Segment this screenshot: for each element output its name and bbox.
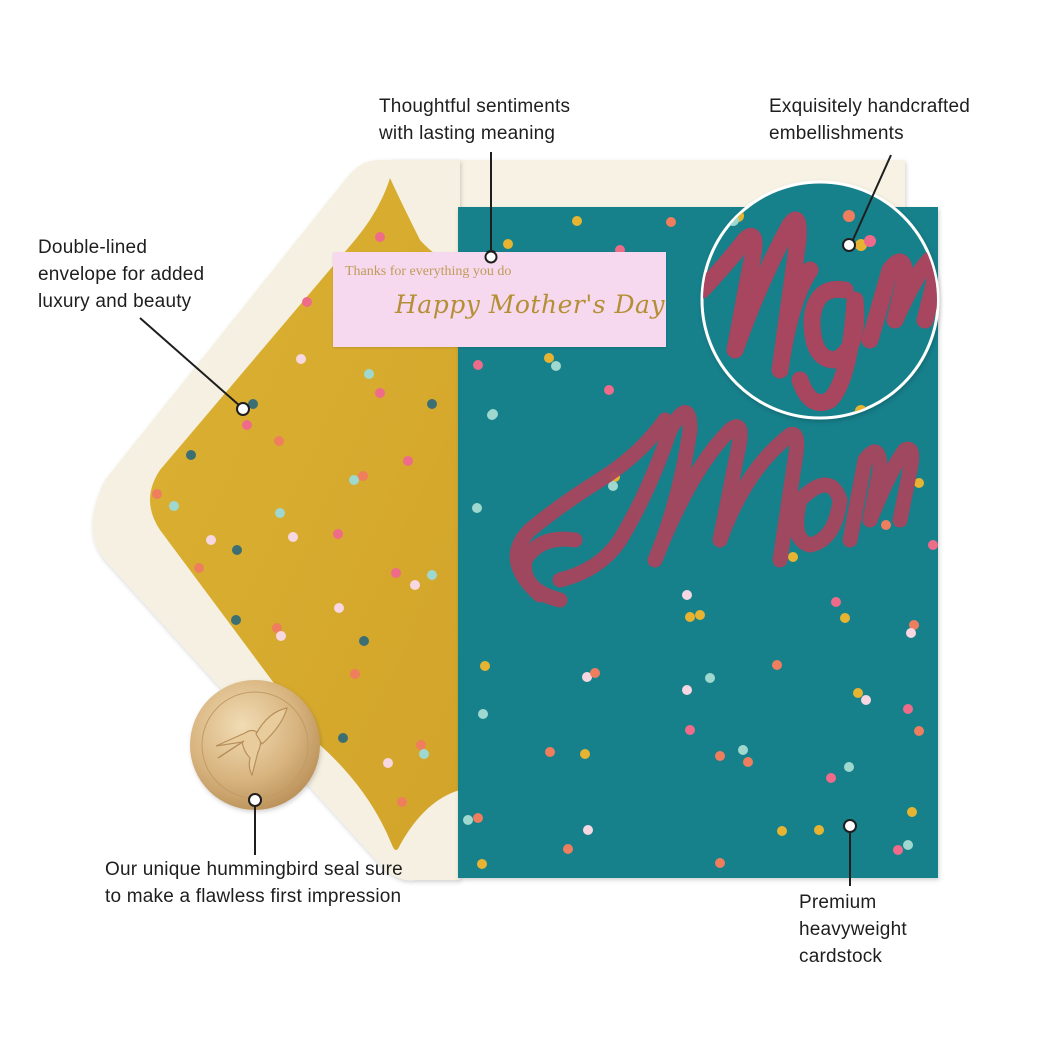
callout-cardstock: Premium heavyweight cardstock [799,889,907,970]
callout-text-line: Premium [799,892,877,913]
label-line-2: Happy Mother's Day [395,290,666,319]
callout-embellishments: Exquisitely handcrafted embellishments [769,93,970,147]
callout-text-line: with lasting meaning [379,123,556,144]
callout-text-line: embellishments [769,123,904,144]
hummingbird-seal-icon [190,680,320,810]
callout-seal: Our unique hummingbird seal sure to make… [105,856,403,910]
glitter-mom-embellishment [509,405,920,608]
callout-sentiments: Thoughtful sentiments with lasting meani… [379,93,570,147]
sentiment-label: Thanks for everything you do Happy Mothe… [333,252,666,347]
callout-text-line: Our unique hummingbird seal sure [105,859,403,880]
callout-text-line: Thoughtful sentiments [379,96,571,117]
callout-text-line: Exquisitely handcrafted [769,96,971,117]
callout-envelope: Double-lined envelope for added luxury a… [38,234,204,315]
callout-text-line: luxury and beauty [38,291,192,312]
callout-text-line: to make a flawless first impression [105,886,402,907]
liner-confetti [152,232,437,807]
callout-text-line: cardstock [799,946,883,967]
label-line-1: Thanks for everything you do [345,264,512,279]
card-confetti [463,216,938,869]
sentiment-callout-dot [484,250,498,264]
callout-text-line: Double-lined [38,237,148,258]
magnifier-detail [700,180,940,420]
callout-text-line: envelope for added [38,264,205,285]
callout-text-line: heavyweight [799,919,907,940]
